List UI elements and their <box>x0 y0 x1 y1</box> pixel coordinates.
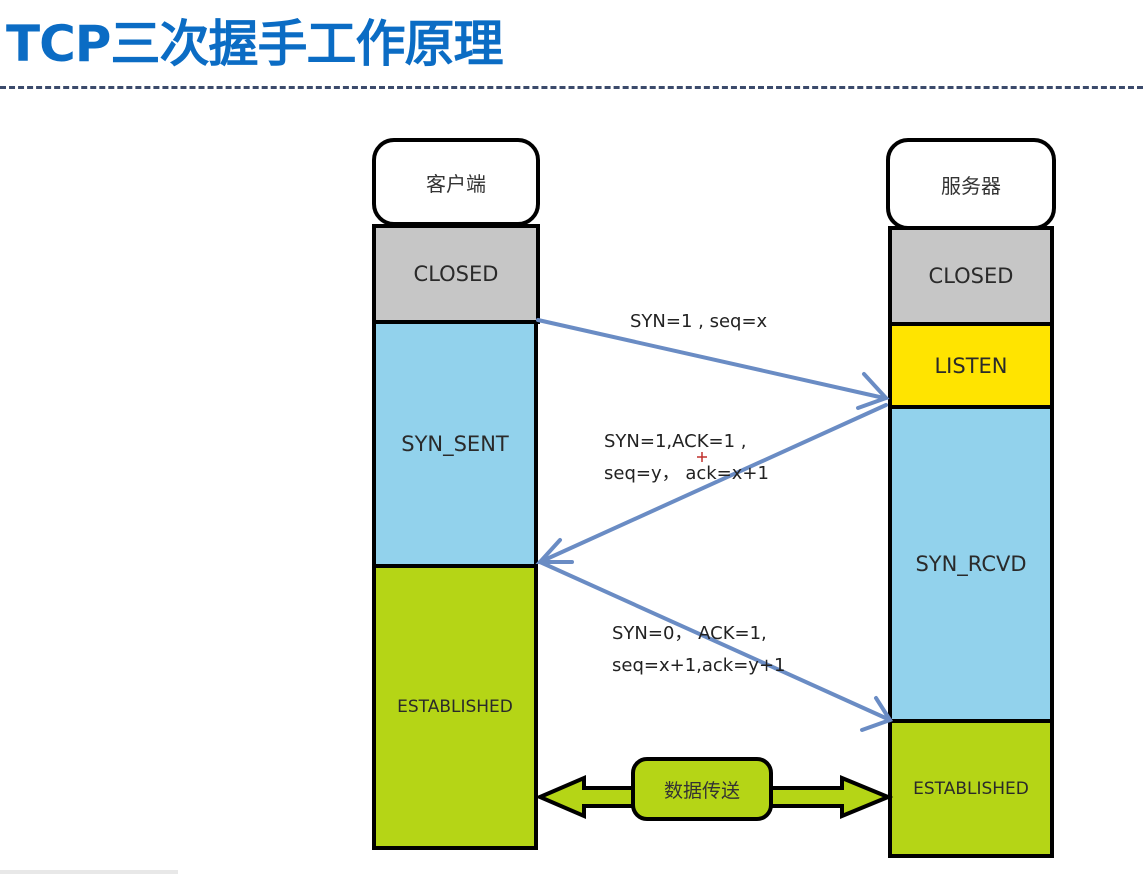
title-divider <box>0 86 1143 89</box>
client-state-closed: CLOSED <box>372 224 540 324</box>
data-transfer-left-arrow <box>534 774 636 820</box>
message-3-line-2: seq=x+1,ack=y+1 <box>612 655 786 676</box>
slide-title: TCP三次握手工作原理 <box>6 15 503 73</box>
server-state-syn-rcvd: SYN_RCVD <box>888 405 1054 723</box>
message-1-label: SYN=1 , seq=x <box>630 306 767 338</box>
server-state-closed: CLOSED <box>888 226 1054 326</box>
arrow-ack <box>538 560 894 732</box>
server-state-established: ESTABLISHED <box>888 719 1054 858</box>
data-transfer-right-arrow <box>768 775 894 819</box>
data-transfer-label: 数据传送 <box>631 757 773 821</box>
message-2-label: SYN=1,ACK=1 , seq=y， ack=x+1 <box>604 426 769 490</box>
cursor-crosshair-icon <box>697 452 707 462</box>
client-header: 客户端 <box>372 138 540 226</box>
message-1-line-1: SYN=1 , seq=x <box>630 311 768 332</box>
server-state-listen: LISTEN <box>888 322 1054 409</box>
server-header: 服务器 <box>886 138 1056 230</box>
message-2-line-1: SYN=1,ACK=1 , <box>604 431 747 452</box>
client-state-established: ESTABLISHED <box>372 564 538 850</box>
bottom-scroll-edge <box>0 870 178 874</box>
message-2-line-2: seq=y， ack=x+1 <box>604 463 769 484</box>
message-3-line-1: SYN=0， ACK=1, <box>612 623 767 644</box>
data-transfer-arrow <box>534 774 894 820</box>
arrow-syn <box>536 318 890 410</box>
message-3-label: SYN=0， ACK=1, seq=x+1,ack=y+1 <box>612 618 786 682</box>
